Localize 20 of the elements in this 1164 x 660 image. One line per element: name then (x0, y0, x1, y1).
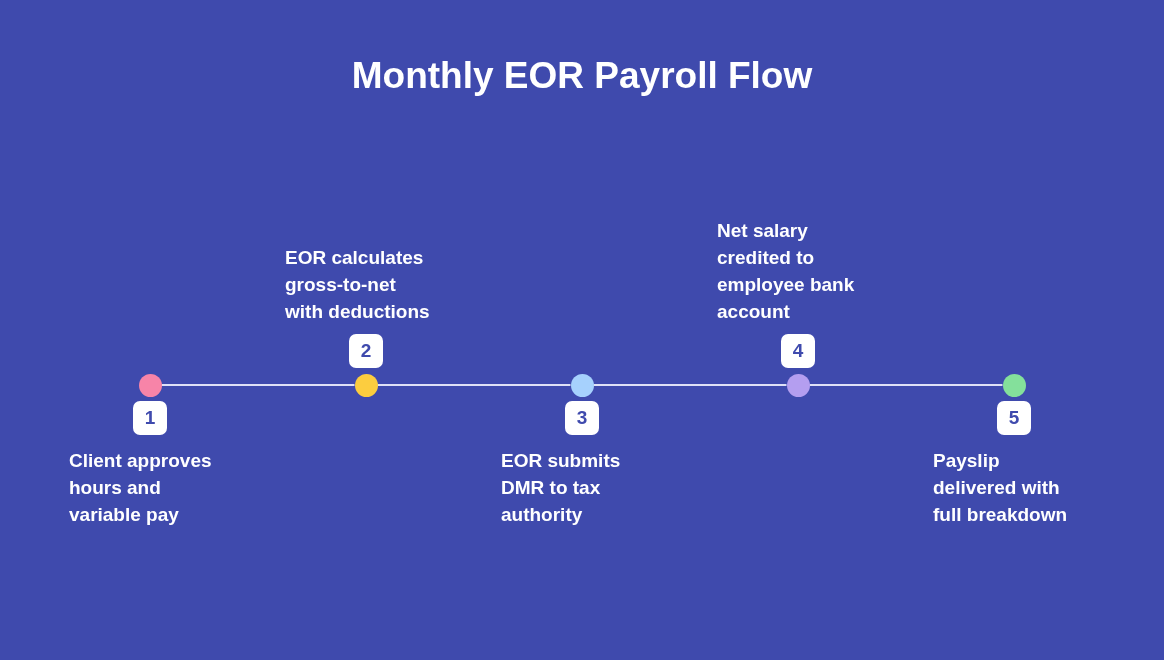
timeline-dot (354, 373, 378, 397)
step-number-badge: 5 (997, 401, 1031, 435)
step-number-badge: 4 (781, 334, 815, 368)
diagram-title: Monthly EOR Payroll Flow (351, 54, 813, 98)
timeline-dot (1002, 373, 1026, 397)
timeline-dot (570, 373, 594, 397)
timeline-connector (376, 384, 572, 386)
step-description: EOR submits DMR to tax authority (501, 449, 622, 527)
step-description: Payslip delivered with full breakdown (933, 449, 1069, 527)
timeline-connector (808, 384, 1004, 386)
timeline-connector (160, 384, 356, 386)
step-description: EOR calculates gross-to-net with deductions (285, 246, 431, 324)
step-number-badge: 3 (565, 401, 599, 435)
step-description: Net salary credited to employee bank account (717, 219, 856, 324)
step-number-badge: 2 (349, 334, 383, 368)
timeline-connector (592, 384, 788, 386)
step-description: Client approves hours and variable pay (69, 449, 213, 527)
timeline-dot (138, 373, 162, 397)
step-number-badge: 1 (133, 401, 167, 435)
timeline-dot (786, 373, 810, 397)
